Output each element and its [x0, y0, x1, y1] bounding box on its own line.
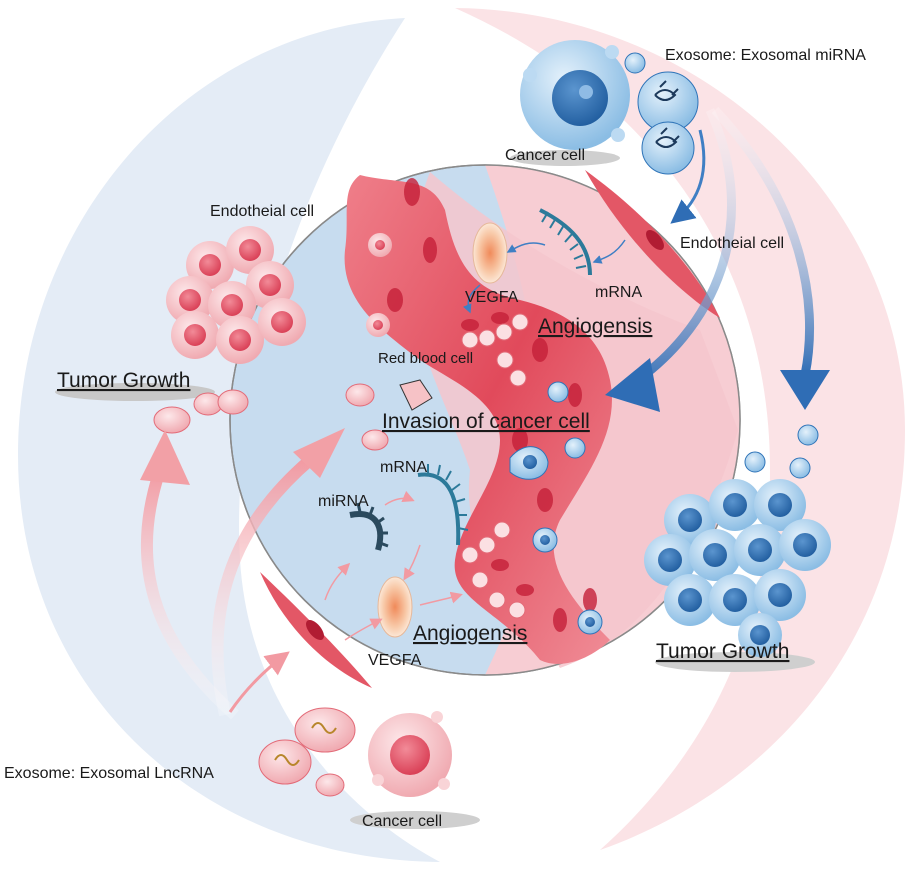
pink-crescent-region: [455, 8, 905, 850]
exosome-lncrna-cluster: [258, 707, 356, 797]
invading-cancer-cells: [399, 379, 603, 635]
label-vegfa-bottom: VEGFA: [368, 652, 422, 669]
exosome-mirna-cluster: [624, 52, 699, 175]
blue-arrowhead-tumor-right: [780, 370, 830, 410]
pink-arrow-tumor-left-b: [211, 455, 314, 717]
tumor-cluster-left: [166, 226, 392, 364]
label-vegfa-top: VEGFA: [465, 289, 519, 306]
label-red-blood-cell: Red blood cell: [378, 350, 473, 367]
arrow-to-mrna-top: [592, 239, 626, 264]
vegfa-cell-top: [472, 222, 508, 284]
pink-arrowhead-tumor-left-b: [293, 428, 345, 478]
arrow-endothelial-to-vegfa: [344, 618, 383, 641]
endothelial-cell-right: [585, 170, 720, 318]
blue-arrow-to-tumor-right: [711, 106, 814, 376]
blue-arrowhead-invasion: [605, 358, 660, 412]
exosome-small-right: [547, 381, 819, 479]
label-mirna-center: miRNA: [318, 493, 369, 510]
blue-arrow-to-endothelial: [670, 129, 706, 224]
pink-arrowhead-tumor-left-a: [140, 430, 190, 485]
blue-crescent-region: [18, 18, 440, 862]
cancer-cell-bottom: [350, 711, 480, 829]
endothelial-cell-lower-left: [260, 572, 372, 688]
label-exosome-lncrna: Exosome: Exosomal LncRNA: [4, 765, 214, 782]
tumor-left-shadow: [55, 383, 215, 401]
mrna-strand-top: [539, 208, 592, 276]
mirna-strand-center: [349, 502, 389, 551]
label-mrna-top: mRNA: [595, 284, 642, 301]
arrow-mrna-to-vegfa-top: [506, 242, 546, 253]
arrow-vegfa-to-angio-top: [463, 284, 481, 314]
label-cancer-cell-top: Cancer cell: [505, 147, 585, 164]
label-exosome-mirna: Exosome: Exosomal miRNA: [665, 47, 866, 64]
cancer-cell-top: [510, 40, 630, 166]
label-cancer-cell-bottom: Cancer cell: [362, 813, 442, 830]
label-endothelial-left: Endotheial cell: [210, 203, 314, 220]
vegfa-cell-bottom: [377, 576, 413, 638]
label-angiogenesis-bottom: Angiogensis: [413, 622, 527, 645]
arrow-mirna-to-mrna: [384, 490, 415, 506]
arrow-vegfa-to-angio-bottom: [419, 591, 463, 606]
arrow-to-mirna: [324, 562, 351, 601]
label-endothelial-right: Endotheial cell: [680, 235, 784, 252]
pink-arrow-tumor-left-a: [140, 468, 239, 720]
exosome-lncrna-small: [153, 383, 389, 451]
label-angiogenesis-top: Angiogensis: [538, 315, 652, 338]
arrow-mrna-to-vegfa-bottom: [403, 544, 421, 581]
label-invasion: Invasion of cancer cell: [382, 410, 590, 433]
label-tumor-growth-right: Tumor Growth: [656, 640, 789, 663]
tumor-cluster-right: [644, 479, 831, 672]
label-mrna-center: mRNA: [380, 459, 427, 476]
pink-arrow-to-endothelial-left: [228, 651, 290, 713]
label-tumor-growth-left: Tumor Growth: [57, 369, 190, 392]
mrna-strand-center: [417, 464, 469, 546]
blue-arrow-to-invasion: [617, 108, 736, 396]
